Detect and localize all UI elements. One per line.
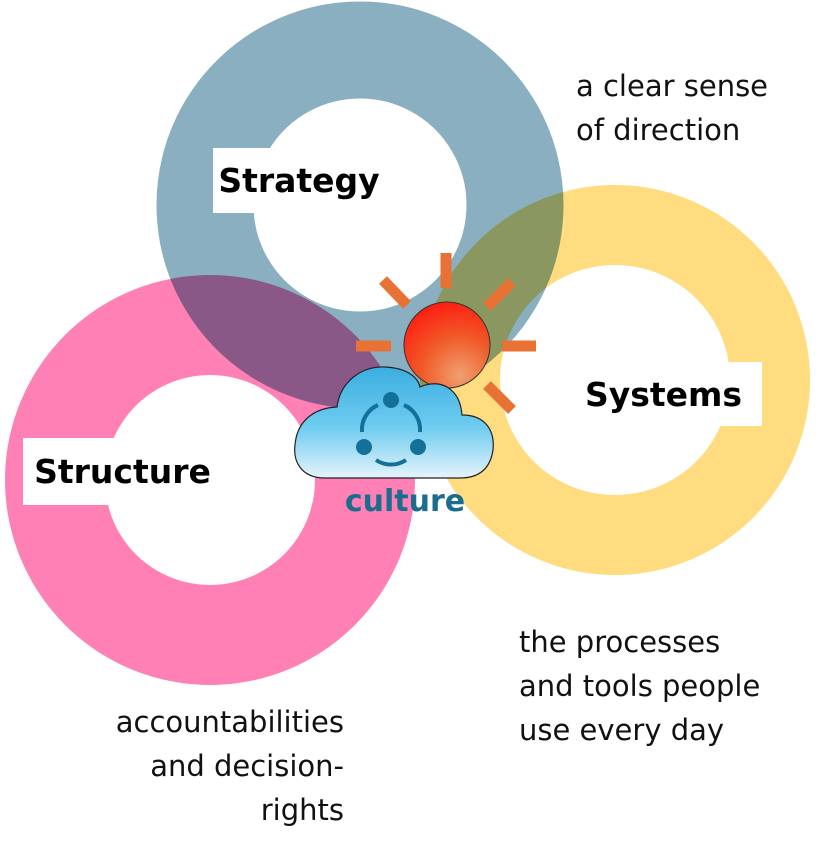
sun-icon: [356, 253, 536, 414]
structure-label: Structure: [23, 438, 222, 505]
cloud-icon: [294, 366, 494, 479]
strategy-description: a clear sense of direction: [576, 69, 769, 147]
structure-description: accountabilities and decision- rights: [115, 705, 344, 827]
share-network-icon: [356, 392, 426, 467]
systems-description: the processes and tools people use every…: [519, 625, 761, 747]
strategy-label: Strategy: [213, 148, 385, 213]
culture-label: culture: [344, 484, 466, 519]
systems-label: Systems: [565, 362, 762, 426]
